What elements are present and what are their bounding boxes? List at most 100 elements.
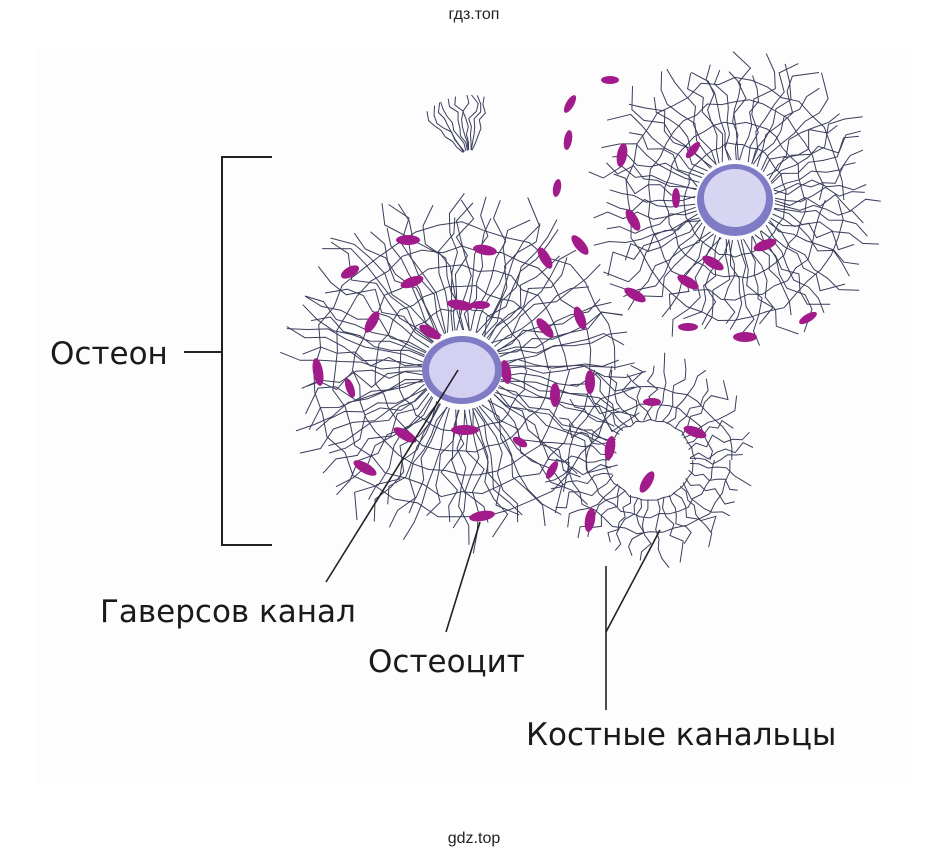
osteocyte-cell <box>733 332 757 342</box>
canaliculus <box>765 224 846 292</box>
canaliculus <box>737 239 755 335</box>
canaliculus <box>607 220 701 277</box>
canaliculus <box>668 494 692 545</box>
canaliculus <box>302 346 423 367</box>
canaliculus <box>688 431 750 450</box>
canaliculi-network <box>280 51 881 569</box>
canaliculus <box>606 113 705 175</box>
canaliculus <box>304 295 427 354</box>
canaliculus <box>315 387 427 431</box>
canaliculus <box>306 369 423 387</box>
canaliculus <box>493 393 581 478</box>
canaliculus <box>689 462 752 487</box>
canaliculus <box>286 326 423 367</box>
osteocyte-cell <box>512 436 528 448</box>
canaliculus <box>470 95 482 151</box>
osteocyte-cell <box>396 235 420 245</box>
canaliculus <box>747 53 776 163</box>
canaliculus <box>666 369 707 425</box>
canaliculus <box>607 494 631 543</box>
canaliculus <box>468 94 479 151</box>
osteocyte-cell <box>537 247 553 269</box>
osteon-bracket <box>184 156 272 546</box>
canaliculus <box>751 63 799 164</box>
haversian-canal-secondary <box>697 164 773 236</box>
canaliculus <box>501 365 647 379</box>
osteocyte-cell <box>364 311 380 333</box>
canaliculus <box>426 111 464 153</box>
canaliculus <box>739 75 760 161</box>
canaliculus <box>687 73 720 164</box>
canaliculus <box>311 316 425 358</box>
canaliculus <box>773 179 867 195</box>
canaliculus <box>766 125 838 177</box>
canaliculus <box>336 395 433 496</box>
canaliculus <box>630 364 649 421</box>
canaliculus <box>689 441 754 460</box>
canaliculus <box>614 497 639 551</box>
canaliculus <box>771 135 860 185</box>
canaliculus <box>774 162 856 195</box>
canaliculus <box>685 478 735 505</box>
canaliculus <box>484 229 559 338</box>
canaliculus <box>397 203 450 333</box>
canaliculus <box>661 497 684 563</box>
canaliculus <box>308 381 424 431</box>
canaliculus <box>486 255 560 339</box>
haversian-canal-label: Гаверсов канал <box>100 594 356 630</box>
canaliculus <box>609 222 703 294</box>
canaliculus <box>593 213 698 246</box>
osteocyte-cell <box>573 306 587 330</box>
canaliculus <box>606 210 697 234</box>
canaliculus <box>688 469 738 491</box>
osteocyte-cell <box>799 311 817 325</box>
canaliculus <box>732 51 752 161</box>
canaliculus <box>625 76 845 322</box>
osteocyte-cell <box>312 358 324 386</box>
canaliculus <box>402 407 450 540</box>
canaliculus <box>422 204 454 332</box>
canaliculus <box>663 121 807 279</box>
canaliculus <box>631 85 708 172</box>
canaliculus <box>603 219 701 283</box>
canaliculus <box>629 132 703 178</box>
canaliculus <box>328 387 427 454</box>
canaliculus <box>774 186 865 203</box>
canaliculus <box>475 219 531 333</box>
canaliculus <box>594 372 629 428</box>
canaliculus <box>494 286 590 347</box>
canaliculus <box>368 402 440 500</box>
canaliculus <box>491 249 577 344</box>
canaliculus <box>729 239 743 330</box>
canaliculus <box>330 237 439 339</box>
canaliculus <box>639 499 652 561</box>
canaliculus <box>555 474 614 509</box>
canaliculus <box>751 236 799 335</box>
canaliculus <box>440 101 467 152</box>
haversian-leader-line <box>325 369 459 583</box>
canaliculus <box>742 238 774 325</box>
osteocyte-cell <box>672 188 680 208</box>
canaliculus <box>487 400 570 492</box>
haversian-canal-main <box>422 336 502 404</box>
canaliculus <box>325 288 430 348</box>
canaliculus <box>628 498 645 556</box>
canaliculus <box>661 358 687 423</box>
canaliculus <box>661 233 715 318</box>
canaliculus <box>588 165 697 191</box>
canaliculus <box>752 72 820 165</box>
canaliculus <box>488 257 568 341</box>
canaliculus <box>499 331 628 358</box>
watermark-top: гдз.топ <box>448 6 500 23</box>
canaliculus <box>354 401 439 521</box>
canaliculus <box>545 464 611 483</box>
canaliculus <box>463 218 492 331</box>
osteocyte-cell <box>585 370 595 394</box>
canaliculus <box>332 245 595 498</box>
osteocyte-leader-line <box>445 521 481 633</box>
osteocyte-cell <box>451 425 479 435</box>
canaliculus <box>295 379 424 432</box>
canaliculus <box>774 194 881 212</box>
canaliculus <box>768 116 863 180</box>
